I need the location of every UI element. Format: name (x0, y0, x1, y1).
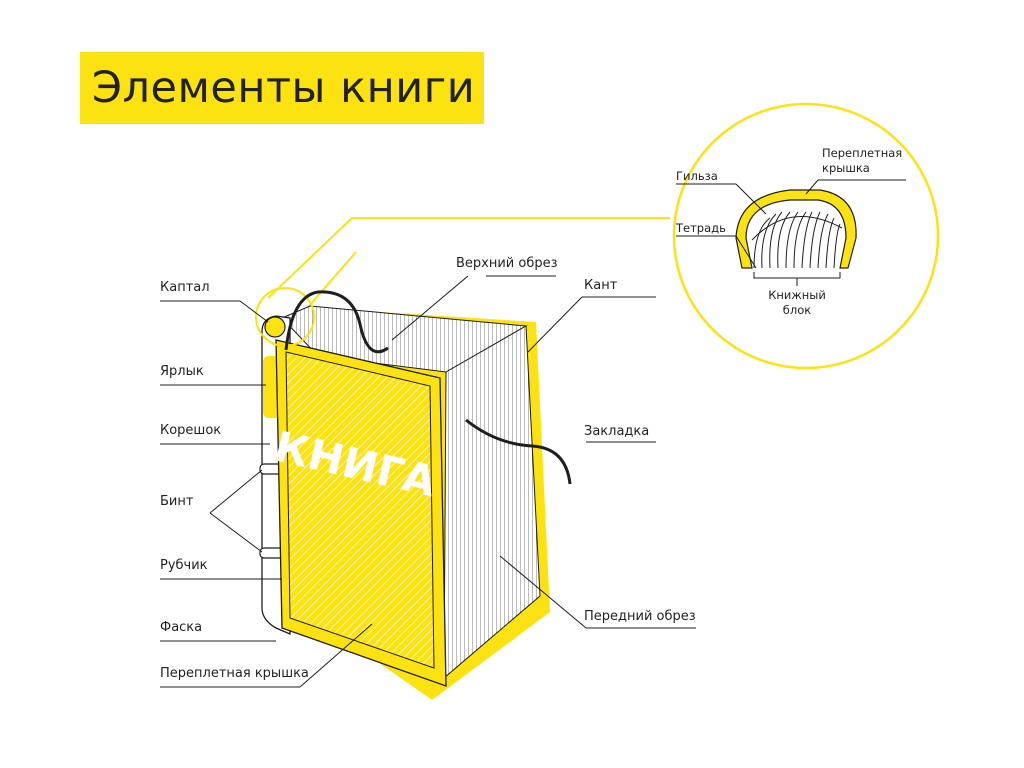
leader-kaptal (239, 300, 269, 323)
label-peredniy-obrez: Передний обрез (584, 609, 696, 624)
label-koreshok: Корешок (160, 423, 222, 438)
label-faska: Фаска (160, 620, 203, 635)
bookmark-ribbon-top (284, 290, 389, 354)
inset-leader-gilza (735, 183, 767, 215)
inset-circle (672, 102, 940, 370)
inset-label-pereplet-2: крышка (822, 161, 870, 175)
label-rubchik: Рубчик (160, 558, 208, 573)
inset-label-tetrad: Тетрадь (676, 221, 726, 235)
headband (264, 316, 286, 338)
inset-leader-pereplet (805, 179, 819, 195)
inset-leader-tetrad (735, 235, 757, 269)
leader-peredniy (499, 555, 587, 629)
front-cover-panel (285, 351, 435, 669)
bookmark-ribbon-side (465, 418, 572, 485)
label-kant: Кант (584, 278, 618, 293)
inset-pages (751, 211, 843, 269)
zoom-connector-upper (267, 217, 353, 299)
label-zakladka: Закладка (584, 424, 650, 439)
leader-kant (527, 296, 583, 353)
label-yarlyk: Ярлык (160, 364, 204, 379)
title-banner (80, 52, 484, 124)
label-bint: Бинт (160, 494, 194, 509)
leader-pereplet (299, 623, 373, 688)
leader-bint-2 (209, 512, 263, 553)
leader-bint-1 (209, 469, 263, 514)
inset-cover (735, 189, 857, 269)
inset-label-pereplet-1: Переплетная (822, 146, 903, 160)
label-verkhniy-obrez: Верхний обрез (456, 256, 558, 271)
leader-verkhniy (391, 275, 469, 341)
inset-label-blok-1: Книжный (768, 288, 826, 302)
fore-edge-pages (443, 325, 541, 680)
inset-label-blok-2: блок (782, 303, 812, 317)
inset-label-gilza: Гильза (676, 169, 718, 183)
label-pereplet-krysha: Переплетная крышка (160, 666, 309, 681)
label-kaptal: Каптал (160, 280, 210, 295)
page-title: Элементы книги (92, 63, 476, 113)
